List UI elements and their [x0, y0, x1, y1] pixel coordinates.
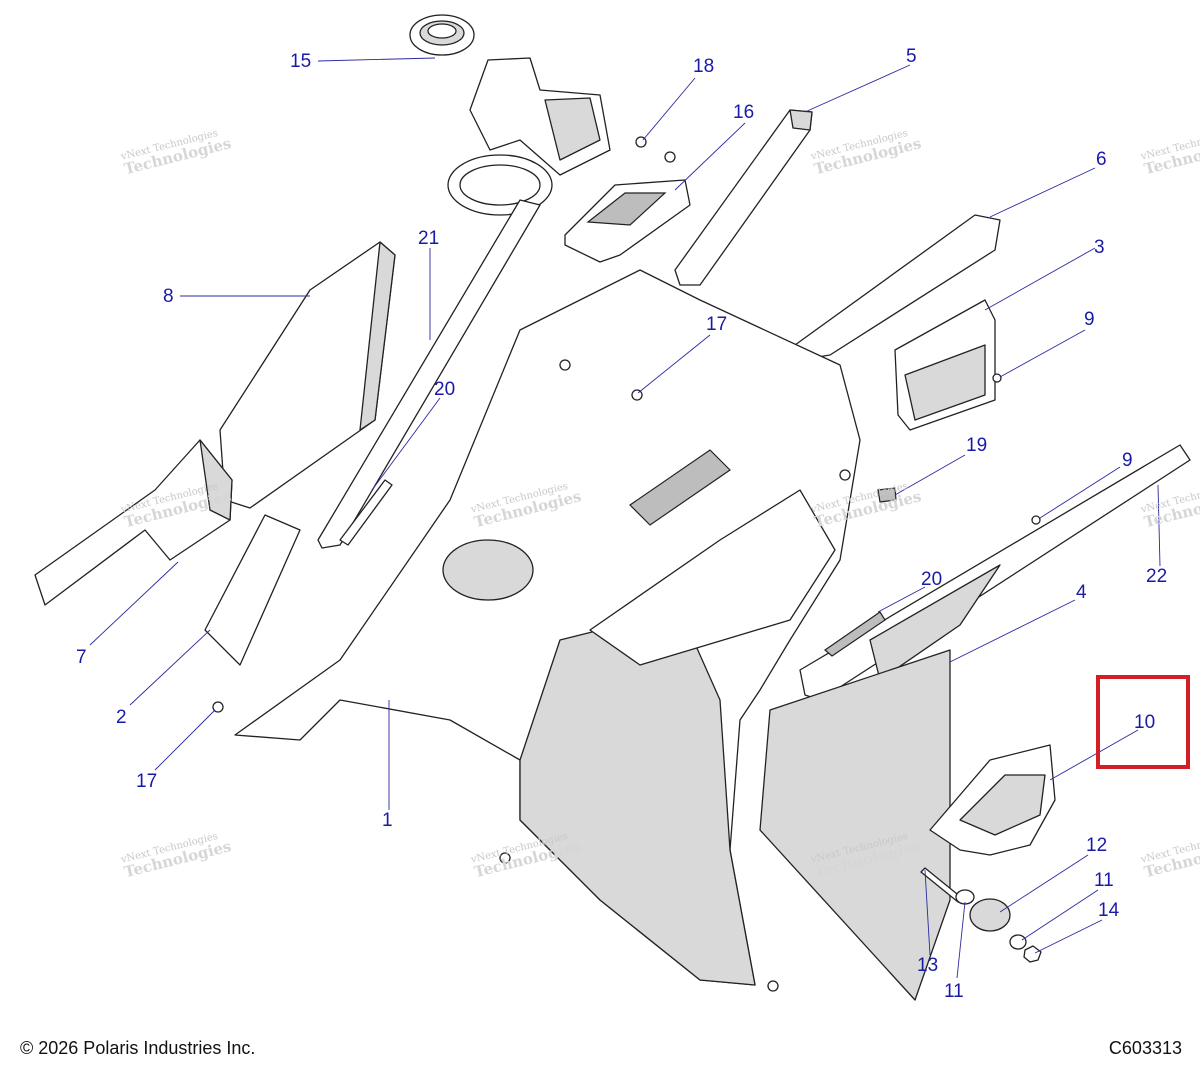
callout-5[interactable]: 5: [906, 46, 917, 67]
callout-20[interactable]: 20: [921, 569, 943, 590]
callout-6[interactable]: 6: [1096, 149, 1107, 170]
part-pad-5: [674, 109, 813, 286]
part-strip-21: [317, 199, 541, 549]
part-strip-20b: [824, 611, 886, 657]
callout-11[interactable]: 11: [944, 981, 964, 1002]
callout-15[interactable]: 15: [290, 51, 312, 72]
part-panel-7: [34, 439, 233, 606]
part-bracket-10: [929, 744, 1056, 856]
callout-9[interactable]: 9: [1122, 450, 1133, 471]
part-body-1: [234, 269, 861, 986]
callout-1[interactable]: 1: [382, 810, 393, 831]
callout-7[interactable]: 7: [76, 647, 87, 668]
callout-17[interactable]: 17: [136, 771, 158, 792]
hardware-cluster: [212, 136, 1042, 992]
part-vent-3: [894, 299, 996, 431]
leader-lines: [89, 57, 1161, 979]
callout-8[interactable]: 8: [163, 286, 174, 307]
callout-20[interactable]: 20: [434, 379, 456, 400]
callout-4[interactable]: 4: [1076, 582, 1087, 603]
copyright-text: © 2026 Polaris Industries Inc.: [20, 1038, 256, 1058]
part-rail-22: [799, 444, 1191, 701]
part-grommet-15: [409, 14, 475, 56]
callout-18[interactable]: 18: [693, 56, 715, 77]
callout-9[interactable]: 9: [1084, 309, 1095, 330]
callout-21[interactable]: 21: [418, 228, 440, 249]
part-strip-20a: [339, 479, 393, 546]
diagram-code: C603313: [1108, 1038, 1182, 1058]
callout-14[interactable]: 14: [1098, 900, 1120, 921]
part-plate-16: [564, 179, 691, 263]
callout-16[interactable]: 16: [733, 102, 755, 123]
callout-19[interactable]: 19: [966, 435, 988, 456]
callout-13[interactable]: 13: [917, 955, 939, 976]
callout-17[interactable]: 17: [706, 314, 728, 335]
part-sheet-2: [204, 514, 301, 666]
callout-11[interactable]: 11: [1094, 870, 1114, 891]
callout-3[interactable]: 3: [1094, 237, 1105, 258]
callout-2[interactable]: 2: [116, 707, 127, 728]
part-panel-4: [759, 649, 951, 1001]
callout-10[interactable]: 10: [1134, 712, 1156, 733]
part-bracket-16-ring: [447, 57, 611, 216]
selected-callout-highlight: [1096, 675, 1190, 769]
callout-12[interactable]: 12: [1086, 835, 1108, 856]
callout-22[interactable]: 22: [1146, 566, 1168, 587]
